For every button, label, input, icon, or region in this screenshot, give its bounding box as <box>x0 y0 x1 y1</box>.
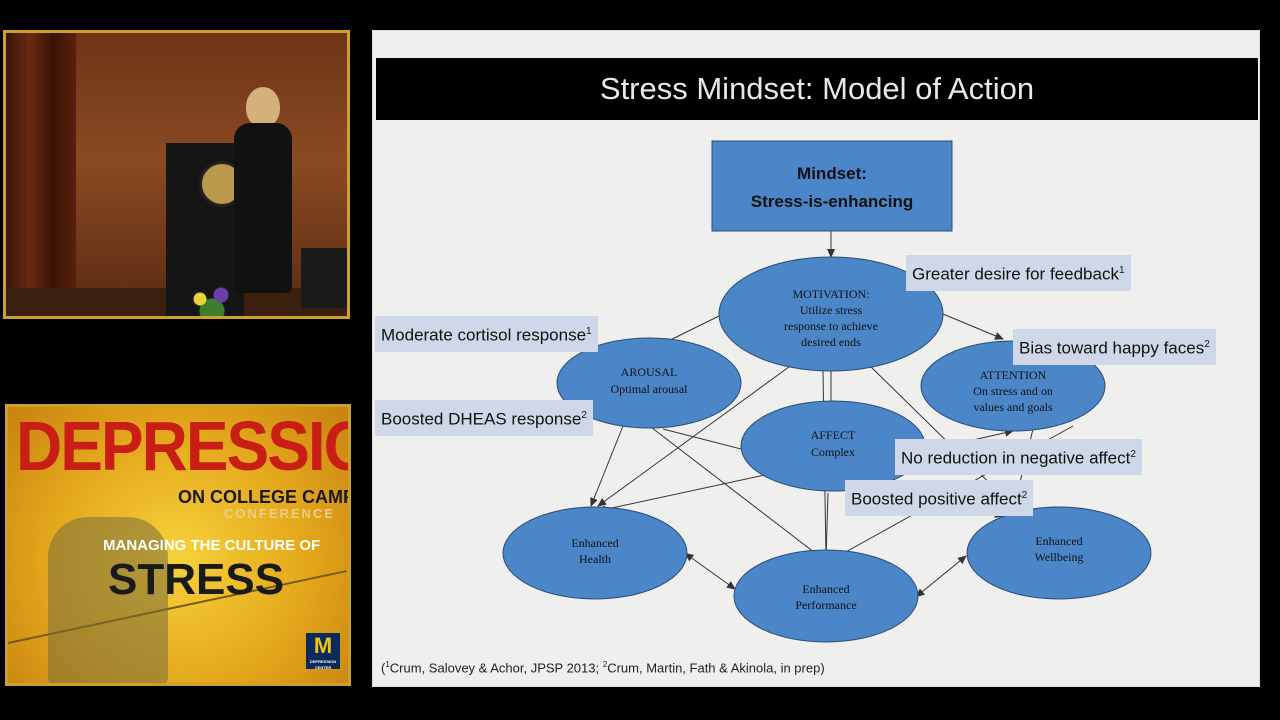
mindset-line-1: Mindset: <box>797 164 867 183</box>
node-attention-line-2: values and goals <box>973 400 1053 414</box>
logo-theme-word: STRESS <box>108 555 284 605</box>
node-motivation-line-2: response to achieve <box>784 319 878 333</box>
label-dheas-sup: 2 <box>581 410 587 421</box>
node-motivation-title: MOTIVATION: <box>792 287 869 301</box>
mindset-line-2: Stress-is-enhancing <box>751 192 914 211</box>
label-feedback-sup: 1 <box>1119 265 1125 276</box>
node-attention-title: ATTENTION <box>980 368 1047 382</box>
node-affect-line-1: Complex <box>811 445 855 459</box>
label-negative-affect-sup: 2 <box>1130 449 1136 460</box>
node-health-line-1: Enhanced <box>571 536 618 550</box>
label-happy-faces: Bias toward happy faces2 <box>1013 329 1216 365</box>
mindset-box <box>712 141 952 231</box>
label-cortisol: Moderate cortisol response1 <box>375 316 598 352</box>
label-happy-faces-sup: 2 <box>1204 339 1210 350</box>
citation-part-1: Crum, Salovey & Achor, JPSP 2013; <box>390 660 603 675</box>
node-wellbeing-line-2: Wellbeing <box>1034 550 1083 564</box>
label-positive-affect-sup: 2 <box>1022 490 1028 501</box>
label-feedback-text: Greater desire for feedback <box>912 265 1119 284</box>
label-feedback: Greater desire for feedback1 <box>906 255 1131 291</box>
speaker <box>228 83 308 313</box>
speaker-head <box>246 87 280 127</box>
side-table <box>301 248 350 308</box>
citation-part-2: Crum, Martin, Fath & Akinola, in prep) <box>607 660 824 675</box>
label-cortisol-sup: 1 <box>586 326 592 337</box>
label-dheas: Boosted DHEAS response2 <box>375 400 593 436</box>
stage-curtain <box>6 33 76 316</box>
node-performance-line-1: Enhanced <box>802 582 849 596</box>
label-happy-faces-text: Bias toward happy faces <box>1019 339 1204 358</box>
node-motivation-line-1: Utilize stress <box>800 303 863 317</box>
presentation-slide: Stress Mindset: Model of Action <box>372 30 1260 687</box>
label-negative-affect: No reduction in negative affect2 <box>895 439 1142 475</box>
speaker-video-frame <box>3 30 350 319</box>
label-positive-affect: Boosted positive affect2 <box>845 480 1033 516</box>
logo-subtitle: ON COLLEGE CAMPUSES <box>178 487 351 508</box>
node-performance-line-2: Performance <box>795 598 856 612</box>
node-affect-title: AFFECT <box>811 428 856 442</box>
label-dheas-text: Boosted DHEAS response <box>381 410 581 429</box>
label-cortisol-text: Moderate cortisol response <box>381 326 586 345</box>
logo-event: CONFERENCE <box>224 506 335 521</box>
logo-theme-line: MANAGING THE CULTURE OF <box>103 537 320 554</box>
node-performance <box>734 550 918 642</box>
badge-text: DEPRESSION CENTER <box>306 659 340 671</box>
speaker-body <box>234 123 292 293</box>
slide-citation: (1Crum, Salovey & Achor, JPSP 2013; 2Cru… <box>381 660 825 675</box>
node-motivation-line-3: desired ends <box>801 335 861 349</box>
node-wellbeing-line-1: Enhanced <box>1035 534 1082 548</box>
node-arousal-title: AROUSAL <box>621 365 678 379</box>
label-negative-affect-text: No reduction in negative affect <box>901 449 1130 468</box>
node-arousal-line-1: Optimal arousal <box>611 382 689 396</box>
logo-title: DEPRESSION <box>16 406 351 486</box>
michigan-m-badge: M DEPRESSION CENTER <box>306 633 340 669</box>
conference-logo-panel: DEPRESSION ON COLLEGE CAMPUSES CONFERENC… <box>5 404 351 686</box>
label-positive-affect-text: Boosted positive affect <box>851 490 1022 509</box>
node-attention-line-1: On stress and on <box>973 384 1053 398</box>
node-health-line-2: Health <box>579 552 611 566</box>
badge-letter: M <box>314 633 332 658</box>
